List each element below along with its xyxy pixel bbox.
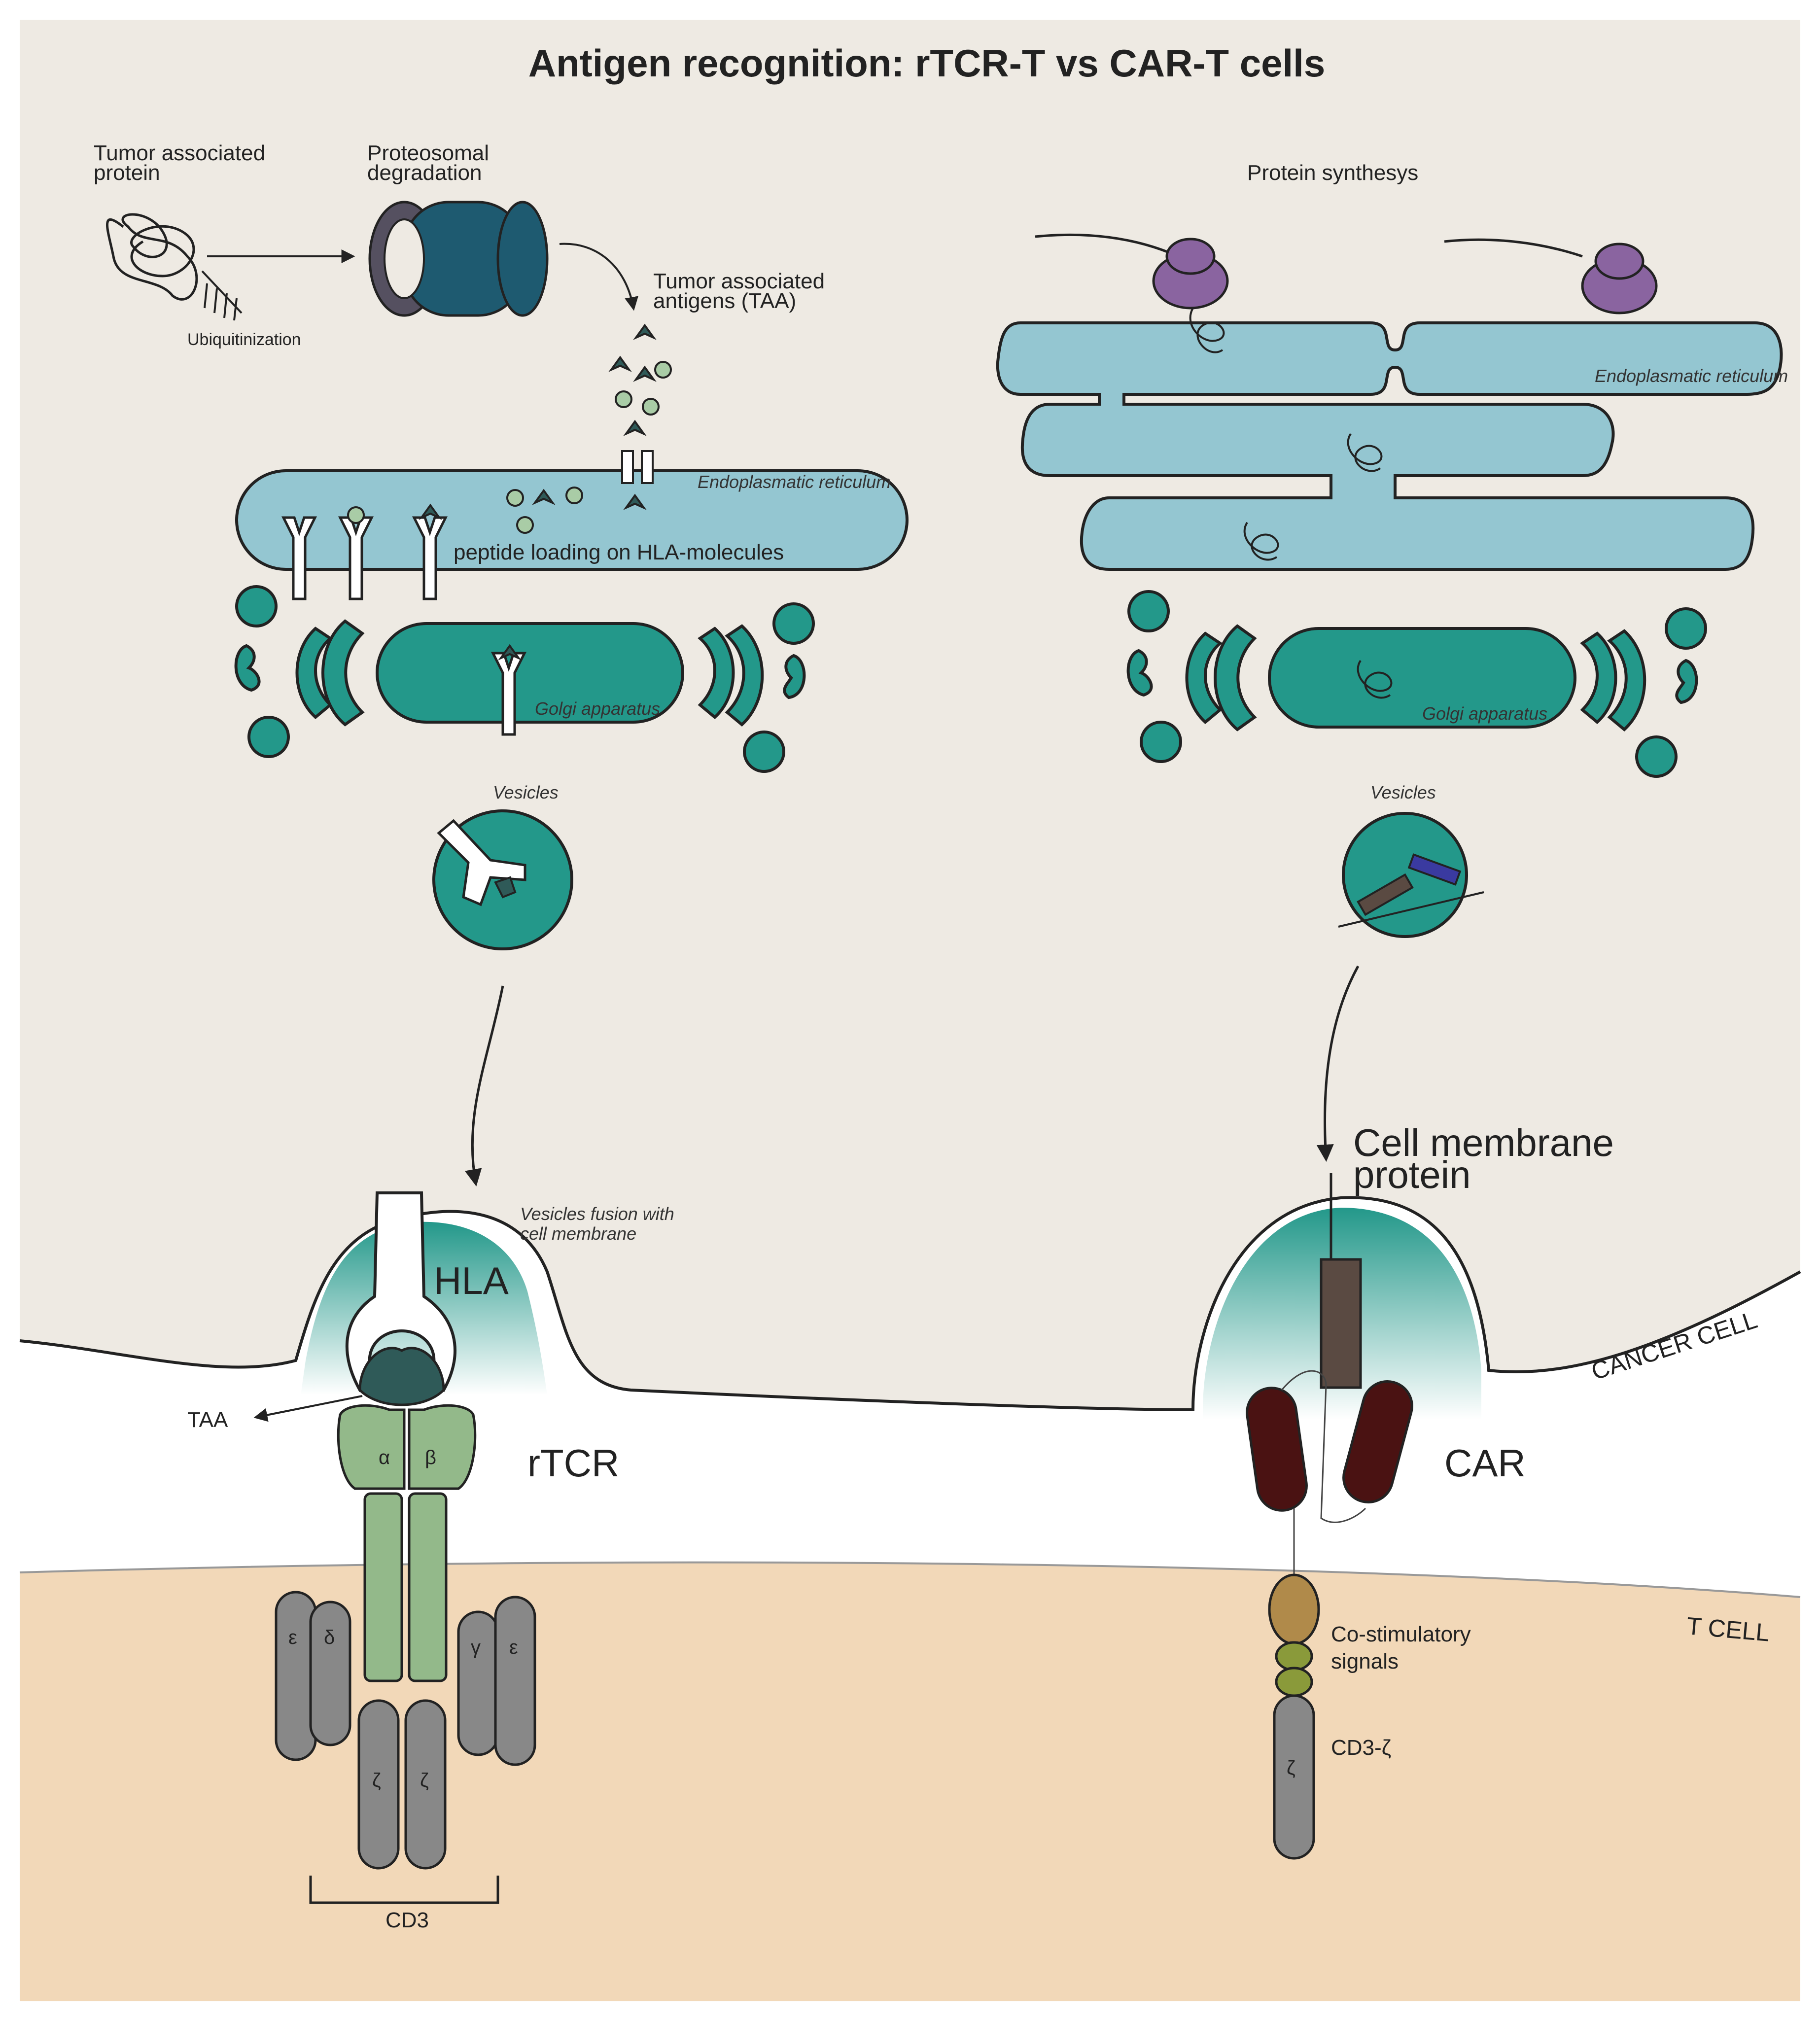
membrane-protein-label-2: protein — [1353, 1153, 1471, 1196]
er-right-label: Endoplasmatic reticulum — [1595, 366, 1788, 386]
hla-in-golgi-icon — [490, 652, 527, 736]
costim-label-2: signals — [1331, 1649, 1399, 1673]
peptide-in-vesicle — [494, 876, 517, 899]
costimulatory-domain-2 — [1275, 1641, 1313, 1672]
cd3-complex — [275, 1591, 536, 1870]
loaded-peptide-dark — [419, 503, 442, 520]
tcr-alpha-chain — [337, 1404, 406, 1682]
er-left-label: Endoplasmatic reticulum — [698, 472, 891, 492]
vesicles-right-label: Vesicles — [1370, 782, 1436, 802]
endoplasmic-reticulum-left — [235, 469, 909, 571]
cd3z-label: CD3-ζ — [1331, 1736, 1391, 1760]
car-in-vesicle-icon — [1338, 853, 1484, 928]
peptide-fragments — [608, 323, 672, 436]
zeta-label-2: ζ — [420, 1770, 429, 1791]
tangled-protein-icon — [106, 213, 198, 301]
taa-pointer-arrow — [253, 1395, 363, 1422]
cd3-label: CD3 — [385, 1908, 429, 1932]
protein-synthesis-label: Protein synthesys — [1247, 161, 1418, 185]
taa-release-arrow — [559, 243, 638, 311]
delta-label: δ — [324, 1627, 335, 1648]
golgi-right-label: Golgi apparatus — [1422, 703, 1547, 724]
vesicles-left-label: Vesicles — [493, 782, 559, 802]
proteasome-label-2: degradation — [367, 161, 482, 185]
rtcr-label: rTCR — [527, 1441, 619, 1485]
cd3-zeta-domain — [1273, 1694, 1315, 1860]
hla-molecule — [345, 1191, 456, 1393]
cd3-bracket — [309, 1876, 499, 1904]
costimulatory-domain-3 — [1275, 1667, 1313, 1697]
nascent-proteins — [1189, 308, 1383, 561]
endoplasmic-reticulum-right — [996, 321, 1783, 571]
golgi-left-label: Golgi apparatus — [535, 698, 660, 719]
taa-label-2: antigens (TAA) — [653, 289, 796, 313]
fusion-label-1: Vesicles fusion with — [520, 1204, 674, 1224]
loaded-peptide-green — [347, 506, 365, 524]
golgi-apparatus-left — [234, 585, 815, 773]
vesicle-to-membrane-arrow-left — [464, 985, 504, 1186]
zeta-label-1: ζ — [372, 1770, 381, 1791]
peptide-in-golgi — [498, 644, 522, 661]
gamma-label: γ — [471, 1637, 481, 1658]
car-linker — [1281, 1370, 1366, 1523]
taa-peptide-presented — [358, 1347, 445, 1406]
proteasome-icon — [368, 201, 549, 317]
taa-label-1: Tumor associated — [653, 269, 825, 293]
er-peptides — [506, 487, 647, 534]
costim-label-1: Co-stimulatory — [1331, 1622, 1471, 1646]
proteasome-label-1: Proteosomal — [367, 141, 489, 165]
alpha-label: α — [379, 1447, 390, 1468]
car-scfv — [1246, 1380, 1413, 1512]
zeta-label-right: ζ — [1287, 1757, 1295, 1779]
epsilon-label-2: ε — [509, 1637, 518, 1658]
taa-short-label: TAA — [187, 1408, 228, 1432]
beta-label: β — [425, 1447, 436, 1468]
tumor-protein-label-1: Tumor associated — [94, 141, 265, 165]
vesicle-to-membrane-arrow-right — [1316, 965, 1360, 1162]
epsilon-label-1: ε — [288, 1627, 297, 1648]
protein-in-golgi — [1357, 660, 1393, 699]
t-cell-membrane — [19, 1561, 1801, 1598]
cancer-cell-membrane — [19, 1196, 1801, 1412]
membrane-protein-label-1: Cell membrane — [1353, 1121, 1614, 1164]
tap-transporter-icon — [621, 450, 654, 484]
car-label: CAR — [1444, 1441, 1526, 1485]
peptide-loading-label: peptide loading on HLA-molecules — [454, 540, 784, 564]
ribosomes — [1035, 233, 1658, 314]
cell-membrane-protein — [1320, 1258, 1362, 1389]
fusion-label-2: cell membrane — [520, 1223, 636, 1244]
tumor-protein-label-2: protein — [94, 161, 160, 185]
ubiquitin-chain-icon — [201, 270, 243, 321]
costimulatory-domain — [1268, 1573, 1320, 1645]
hla-molecules-empty — [281, 516, 448, 600]
tcr-beta-chain — [408, 1404, 477, 1682]
diagram-title: Antigen recognition: rTCR-T vs CAR-T cel… — [528, 41, 1325, 85]
ubiquitinization-label: Ubiquitinization — [187, 330, 301, 349]
golgi-apparatus-right — [1126, 590, 1707, 778]
hla-label: HLA — [434, 1259, 509, 1302]
